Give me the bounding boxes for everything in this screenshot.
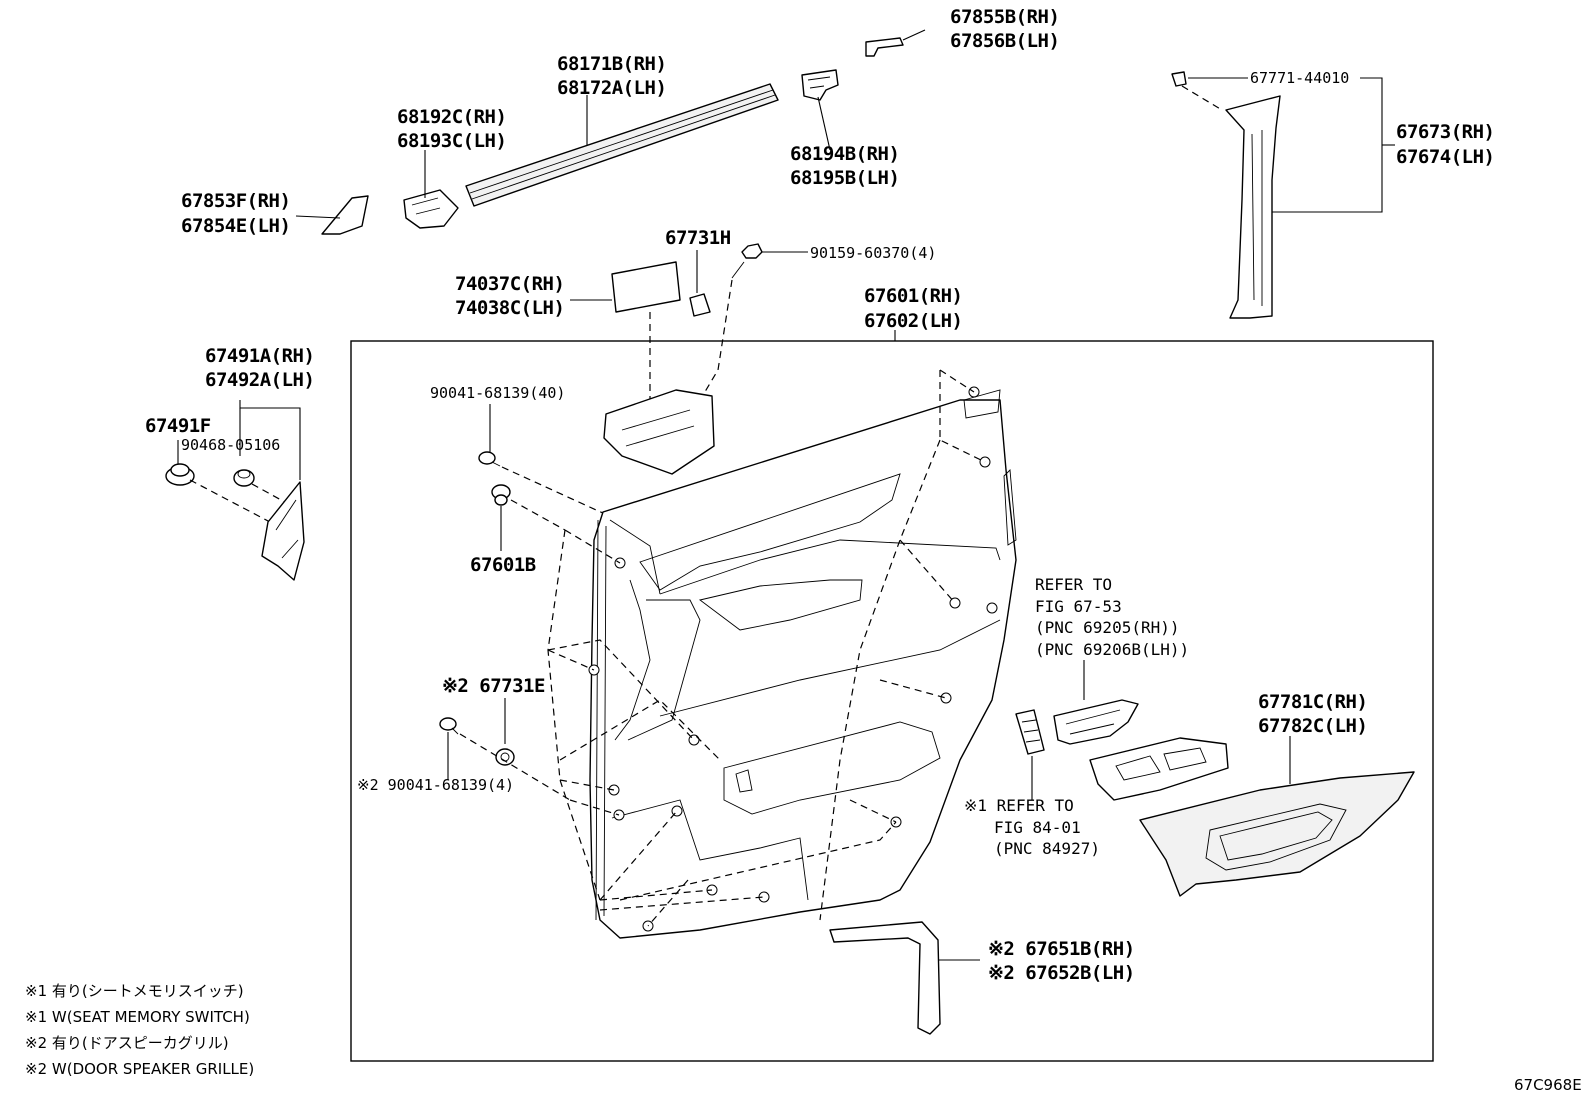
note-2-ja: ※2 有り(ドアスピーカグリル) xyxy=(25,1034,229,1052)
part-90159-screw[interactable] xyxy=(731,243,808,279)
label-67674: 67674(LH) xyxy=(1396,146,1494,168)
note-1-en: ※1 W(SEAT MEMORY SWITCH) xyxy=(25,1008,250,1026)
part-90468-clip[interactable] xyxy=(233,469,255,487)
svg-text:REFER TO: REFER TO xyxy=(1035,575,1112,594)
label-74037C: 74037C(RH) xyxy=(455,273,564,295)
label-90159-60370: 90159-60370(4) xyxy=(810,244,936,262)
part-67601B-clip[interactable] xyxy=(491,484,511,506)
part-67491-cover[interactable] xyxy=(261,481,305,581)
label-90041-68139-4: ※2 90041-68139(4) xyxy=(357,776,514,794)
part-67731H-retainer[interactable] xyxy=(689,250,711,317)
label-67731H: 67731H xyxy=(665,227,731,249)
part-68194-clip[interactable] xyxy=(801,69,839,151)
label-68172A: 68172A(LH) xyxy=(557,77,666,99)
svg-text:※1 REFER TO: ※1 REFER TO xyxy=(964,796,1074,815)
svg-text:(PNC 84927): (PNC 84927) xyxy=(994,839,1100,858)
note-2-en: ※2 W(DOOR SPEAKER GRILLE) xyxy=(25,1060,254,1078)
assembly-frame xyxy=(350,340,1434,1062)
part-67651-grille-strip[interactable] xyxy=(829,921,980,1035)
label-68194B: 68194B(RH) xyxy=(790,143,899,165)
svg-text:(PNC 69205(RH)): (PNC 69205(RH)) xyxy=(1035,618,1180,637)
part-67491F-clip[interactable] xyxy=(165,463,195,486)
label-67771-44010: 67771-44010 xyxy=(1250,69,1349,87)
label-67856B: 67856B(LH) xyxy=(950,30,1059,52)
part-74037-pad[interactable] xyxy=(570,261,681,313)
part-68171-belt-weatherstrip[interactable] xyxy=(465,83,779,207)
label-67491A: 67491A(RH) xyxy=(205,345,314,367)
part-67731E-grommet[interactable] xyxy=(495,748,515,766)
svg-text:(PNC 69206B(LH)): (PNC 69206B(LH)) xyxy=(1035,640,1189,659)
part-90041-clip[interactable] xyxy=(478,451,501,467)
label-67491F: 67491F xyxy=(145,415,211,437)
ref-fig-84-01-text: ※1 REFER TO FIG 84-01 (PNC 84927) xyxy=(964,796,1100,858)
part-memory-switch-ref[interactable] xyxy=(1015,709,1045,755)
label-67731E: ※2 67731E xyxy=(442,675,545,697)
svg-text:FIG 84-01: FIG 84-01 xyxy=(994,818,1081,837)
part-90041-clip-4[interactable] xyxy=(439,717,459,735)
label-68193C: 68193C(LH) xyxy=(397,130,506,152)
label-67782C: 67782C(LH) xyxy=(1258,715,1367,737)
part-speaker-bracket[interactable] xyxy=(603,389,715,475)
part-inside-handle-ref[interactable] xyxy=(1053,699,1139,745)
part-67855-bracket[interactable] xyxy=(865,29,926,57)
label-67652B: ※2 67652B(LH) xyxy=(988,962,1135,984)
label-67601B: 67601B xyxy=(470,554,536,576)
label-67602: 67602(LH) xyxy=(864,310,962,332)
part-67601-door-trim-board[interactable] xyxy=(589,389,1017,939)
part-67673-pillar-garnish[interactable] xyxy=(1171,71,1395,319)
svg-text:FIG 67-53: FIG 67-53 xyxy=(1035,597,1122,616)
label-67601: 67601(RH) xyxy=(864,285,962,307)
diagram-code: 67C968E xyxy=(1514,1076,1582,1094)
assembly-dashed-lines xyxy=(547,369,986,927)
label-68195B: 68195B(LH) xyxy=(790,167,899,189)
ref-fig-67-53-text: REFER TO FIG 67-53 (PNC 69205(RH)) (PNC … xyxy=(1035,575,1189,659)
part-67781-armrest-upper[interactable] xyxy=(1089,736,1415,897)
note-1-ja: ※1 有り(シートメモリスイッチ) xyxy=(25,982,244,1000)
label-68171B: 68171B(RH) xyxy=(557,53,666,75)
label-67673: 67673(RH) xyxy=(1396,121,1494,143)
label-67855B: 67855B(RH) xyxy=(950,6,1059,28)
label-67492A: 67492A(LH) xyxy=(205,369,314,391)
label-90041-68139-40: 90041-68139(40) xyxy=(430,384,565,402)
label-67853F: 67853F(RH) xyxy=(181,190,290,212)
label-67854E: 67854E(LH) xyxy=(181,215,290,237)
legend-notes: ※1 有り(シートメモリスイッチ) ※1 W(SEAT MEMORY SWITC… xyxy=(25,982,254,1078)
label-67781C: 67781C(RH) xyxy=(1258,691,1367,713)
label-74038C: 74038C(LH) xyxy=(455,297,564,319)
part-67853-bracket[interactable] xyxy=(295,195,369,235)
label-90468-05106: 90468-05106 xyxy=(181,436,280,454)
label-68192C: 68192C(RH) xyxy=(397,106,506,128)
label-67651B: ※2 67651B(RH) xyxy=(988,938,1135,960)
part-68192-end-cap[interactable] xyxy=(403,150,459,229)
